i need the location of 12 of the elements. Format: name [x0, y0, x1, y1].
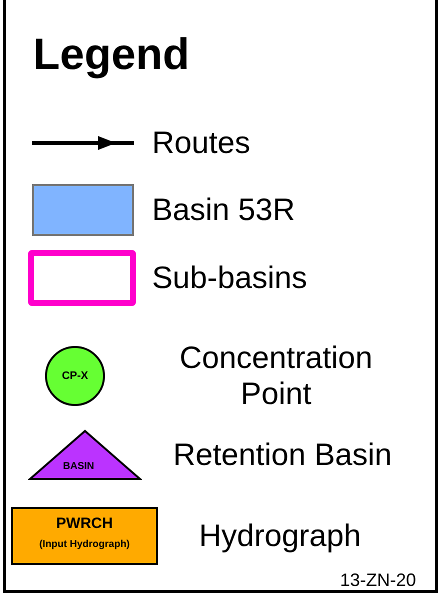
legend-label: Retention Basin [172, 437, 393, 473]
legend-label: Concentration Point [178, 340, 374, 412]
legend-label: Sub-basins [152, 260, 308, 296]
sample-label: BASIN [63, 461, 94, 472]
sample-label: PWRCH [55, 515, 114, 532]
sample-label: (Input Hydrograph) [38, 539, 131, 550]
legend-title: Legend [33, 30, 190, 80]
legend-label: Basin 53R [152, 192, 296, 228]
concentration-point-sample: CP-X [45, 346, 105, 406]
legend-label: Routes [152, 125, 252, 161]
legend-label: Hydrograph [198, 518, 362, 554]
page-note: 13-ZN-20 [340, 570, 416, 590]
